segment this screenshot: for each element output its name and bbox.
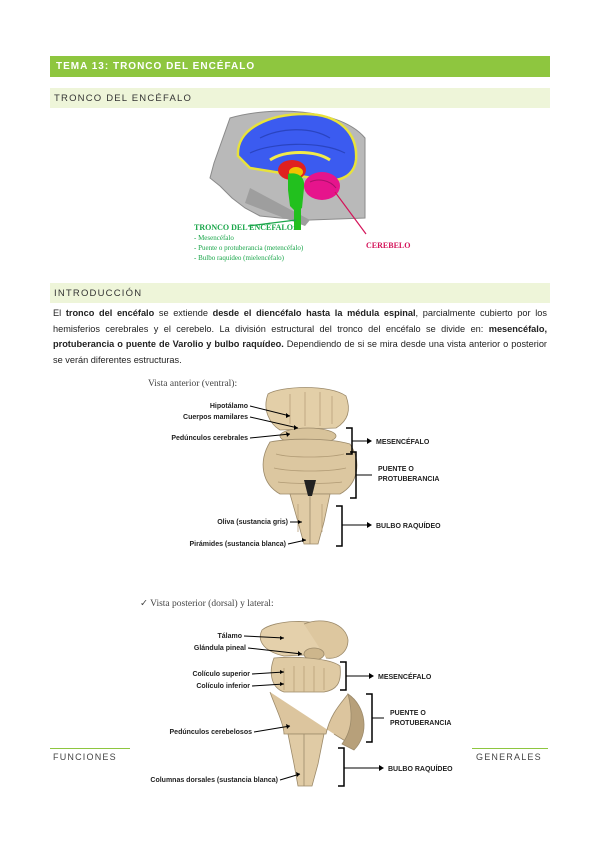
section-heading-introduccion: INTRODUCCIÓN (50, 283, 550, 303)
label-protuberancia-posterior: PROTUBERANCIA (390, 720, 451, 727)
footer-left-text: FUNCIONES (53, 752, 117, 762)
label-piramides: Pirámides (sustancia blanca) (190, 541, 286, 548)
label-glandula-pineal: Glándula pineal (194, 645, 246, 652)
label-columnas-dorsales: Columnas dorsales (sustancia blanca) (150, 777, 278, 784)
footer-line-left (50, 748, 130, 749)
figure3-title: ✓ Vista posterior (dorsal) y lateral: (140, 598, 274, 609)
section-heading-tronco: TRONCO DEL ENCÉFALO (50, 88, 550, 108)
intro-paragraph: El tronco del encéfalo se extiende desde… (53, 308, 547, 365)
brain-sagittal-figure: TRONCO DEL ENCÉFALO: - Mesencéfalo - Pue… (194, 110, 410, 262)
label-bulbo-raquideo-posterior: BULBO RAQUÍDEO (388, 764, 453, 773)
footer-right-text: GENERALES (476, 752, 542, 762)
brainstem-label-item-2: - Puente o protuberancia (metencéfalo) (194, 244, 304, 252)
brainstem-label-item-3: - Bulbo raquídeo (mielencéfalo) (194, 254, 285, 262)
bracket-puente-posterior (366, 693, 373, 743)
label-talamo: Tálamo (217, 633, 242, 640)
label-pedunculos-cerebrales: Pedúnculos cerebrales (171, 435, 248, 442)
label-oliva: Oliva (sustancia gris) (217, 519, 288, 526)
cerebellum-shape (304, 172, 340, 200)
label-hipotalamo: Hipotálamo (210, 403, 248, 410)
label-puente-o-posterior: PUENTE O (390, 710, 426, 717)
neck-shading (245, 188, 310, 226)
cerebelo-label: CEREBELO (366, 241, 410, 250)
brainstem-shape (288, 173, 305, 212)
label-cuerpos-mamilares: Cuerpos mamilares (183, 414, 248, 421)
figure2-title: Vista anterior (ventral): (148, 378, 237, 389)
label-pedunculos-cerebelosos: Pedúnculos cerebelosos (170, 729, 253, 736)
label-coliculo-inferior: Colículo inferior (196, 683, 250, 690)
brainstem-posterior-illustration (259, 620, 365, 787)
brainstem-anterior-figure: Vista anterior (ventral): Hipotálamo Cue… (148, 378, 441, 548)
bracket-bulbo-posterior (338, 747, 345, 787)
footer-line-right (472, 748, 548, 749)
label-puente-o: PUENTE O (378, 466, 414, 473)
label-mesencefalo: MESENCÉFALO (376, 437, 430, 446)
brainstem-label-item-1: - Mesencéfalo (194, 234, 234, 242)
label-protuberancia: PROTUBERANCIA (378, 476, 439, 483)
label-mesencefalo-posterior: MESENCÉFALO (378, 672, 432, 681)
bracket-mesencefalo-posterior (340, 661, 347, 691)
bracket-bulbo (336, 505, 343, 547)
label-bulbo-raquideo: BULBO RAQUÍDEO (376, 521, 441, 530)
brainstem-posterior-figure: ✓ Vista posterior (dorsal) y lateral: Tá… (140, 598, 453, 787)
label-coliculo-superior: Colículo superior (192, 671, 250, 678)
page-title: TEMA 13: TRONCO DEL ENCÉFALO (50, 56, 550, 77)
brainstem-label-heading: TRONCO DEL ENCÉFALO: (194, 222, 296, 232)
